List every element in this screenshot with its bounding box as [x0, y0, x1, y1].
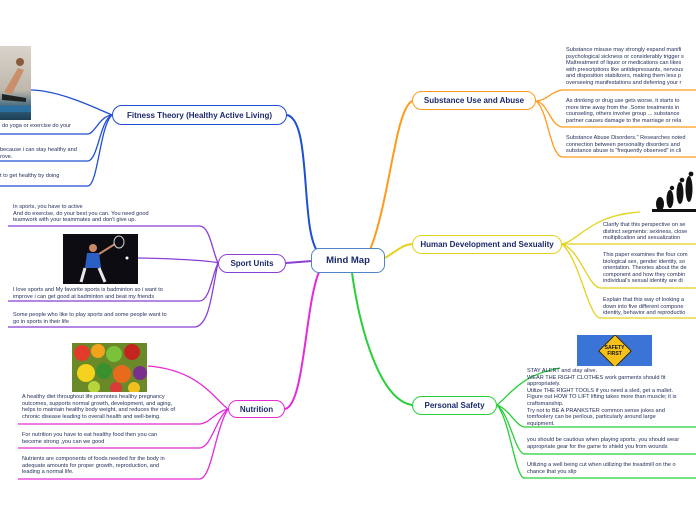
branch-nutrition[interactable]: Nutrition: [228, 400, 285, 418]
human-evolution-silhouette: [652, 171, 696, 212]
human-note-1: Clarify that this perspective on se dist…: [603, 222, 688, 242]
branch-personal-safety[interactable]: Personal Safety: [412, 396, 497, 415]
nutrition-note-1: A healthy diet throughout life promotes …: [22, 394, 175, 420]
sport-note-3: Some people who like to play sports and …: [13, 312, 167, 325]
substance-note-1: Substance misuse may strongly expand man…: [566, 47, 684, 86]
branch-substance-use[interactable]: Substance Use and Abuse: [412, 91, 536, 110]
safety-note-2: you should be cautious when playing spor…: [527, 437, 680, 450]
substance-note-3: Substance Abuse Disorders." Researches n…: [566, 135, 686, 155]
branch-human-development[interactable]: Human Development and Sexuality: [412, 235, 562, 254]
branch-safety-label: Personal Safety: [424, 401, 485, 410]
safety-first-sign: SAFETY FIRST: [577, 335, 652, 366]
branch-substance-label: Substance Use and Abuse: [423, 96, 525, 105]
sport-note-2: I love sports and My favorite sports is …: [13, 287, 163, 300]
badminton-photo: [63, 234, 138, 284]
safety-note-3: Utilizing a well being cut when utilizin…: [527, 462, 676, 475]
branch-sport-label: Sport Units: [230, 259, 274, 268]
yoga-figure-icon: [0, 58, 31, 112]
central-topic-label: Mind Map: [326, 255, 370, 266]
branch-fitness-theory[interactable]: Fitness Theory (Healthy Active Living): [112, 105, 287, 125]
fitness-note-2: because i can stay healthy and rove.: [0, 147, 77, 160]
badminton-player-icon: [79, 235, 129, 283]
branch-sport-units[interactable]: Sport Units: [218, 254, 286, 273]
nutrition-note-3: Nutrients are components of foods needed…: [22, 456, 165, 476]
safety-note-1: STAY ALERT and stay alive. WEAR THE RIGH…: [527, 368, 677, 427]
sport-note-1: In sports, you have to active And do exe…: [13, 204, 149, 224]
branch-human-label: Human Development and Sexuality: [420, 240, 554, 249]
safety-sign-line-1: SAFETY: [604, 343, 625, 350]
fruits-vegetables-photo: [72, 343, 147, 392]
branch-nutrition-label: Nutrition: [239, 404, 274, 414]
substance-note-2: As drinking or drug use gets worse, it s…: [566, 98, 682, 124]
human-note-3: Explain that this way of looking a down …: [603, 297, 686, 317]
safety-sign-diamond: SAFETY FIRST: [597, 335, 632, 366]
fitness-note-3: t to get healthy by doing: [0, 173, 60, 179]
human-note-2: This paper examines the four com biologi…: [603, 252, 688, 285]
fitness-note-1: do yoga or exercise do your: [2, 123, 72, 129]
central-topic[interactable]: Mind Map: [311, 248, 385, 273]
produce-icon: [74, 344, 147, 392]
nutrition-note-2: For nutrition you have to eat healthy fo…: [22, 432, 158, 445]
branch-fitness-label: Fitness Theory (Healthy Active Living): [126, 110, 273, 120]
yoga-photo: [0, 46, 31, 120]
safety-sign-line-2: FIRST: [607, 349, 622, 356]
